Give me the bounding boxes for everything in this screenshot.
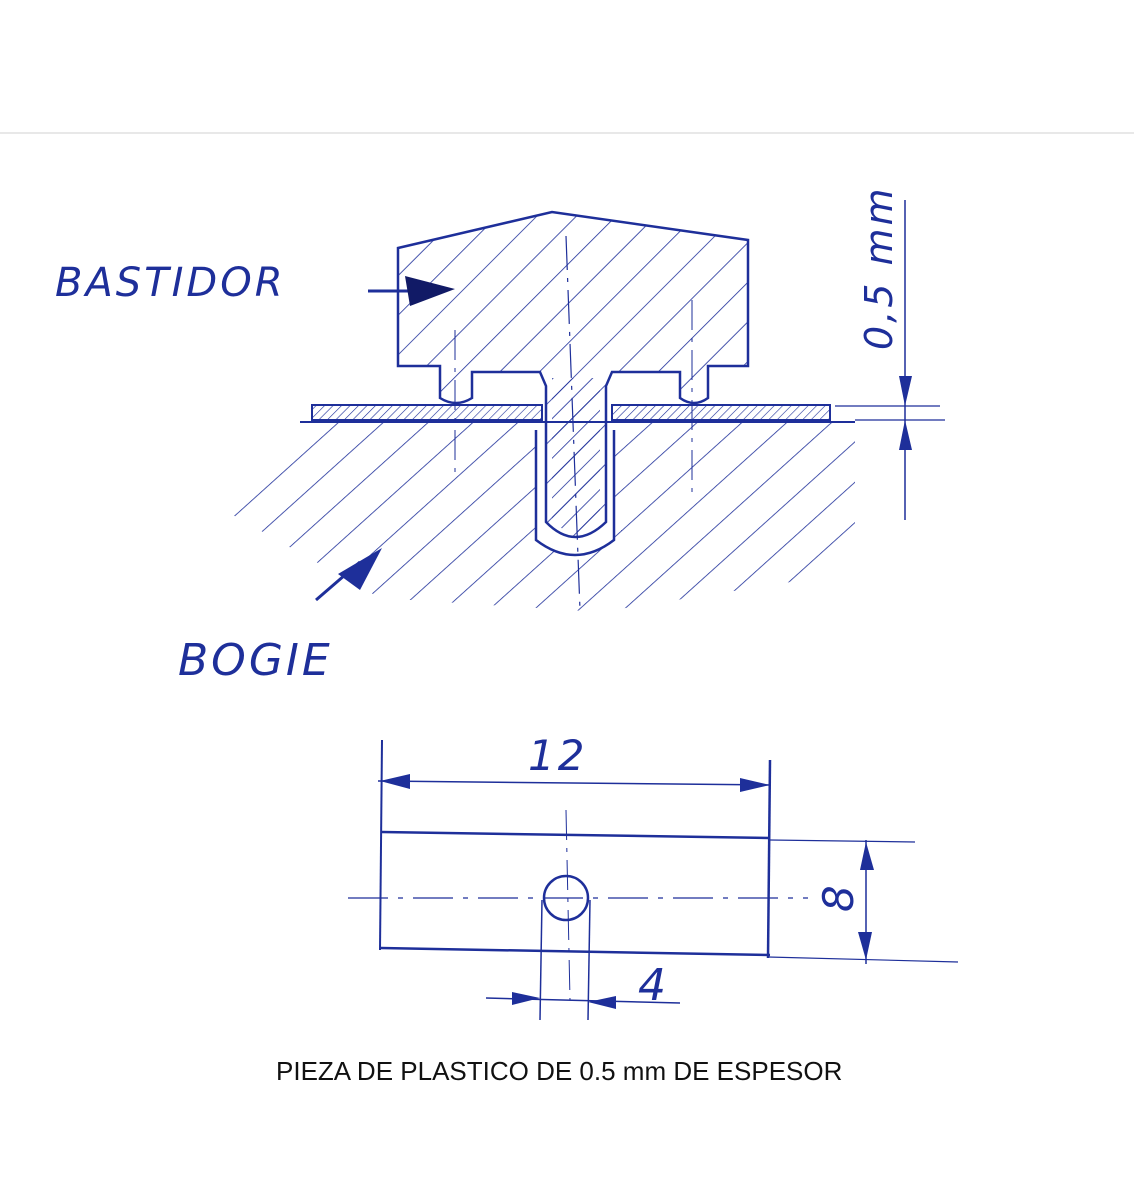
bastidor-arrow — [368, 276, 455, 306]
height-dimension — [767, 839, 959, 964]
bogie-arrow — [315, 548, 382, 602]
caption: PIEZA DE PLASTICO DE 0.5 mm DE ESPESOR — [276, 1056, 843, 1086]
bogie-section — [215, 421, 855, 612]
bastidor-label: BASTIDOR — [55, 260, 286, 306]
width-label: 12 — [528, 731, 587, 780]
thickness-dimension — [835, 200, 945, 520]
width-dimension — [377, 774, 771, 792]
bogie-label: BOGIE — [178, 635, 333, 686]
hole-dimension — [485, 992, 681, 1009]
height-label: 8 — [814, 882, 863, 912]
plastic-plate — [311, 404, 831, 421]
thickness-label: 0,5 mm — [857, 185, 901, 350]
hole-label: 4 — [638, 960, 669, 1011]
